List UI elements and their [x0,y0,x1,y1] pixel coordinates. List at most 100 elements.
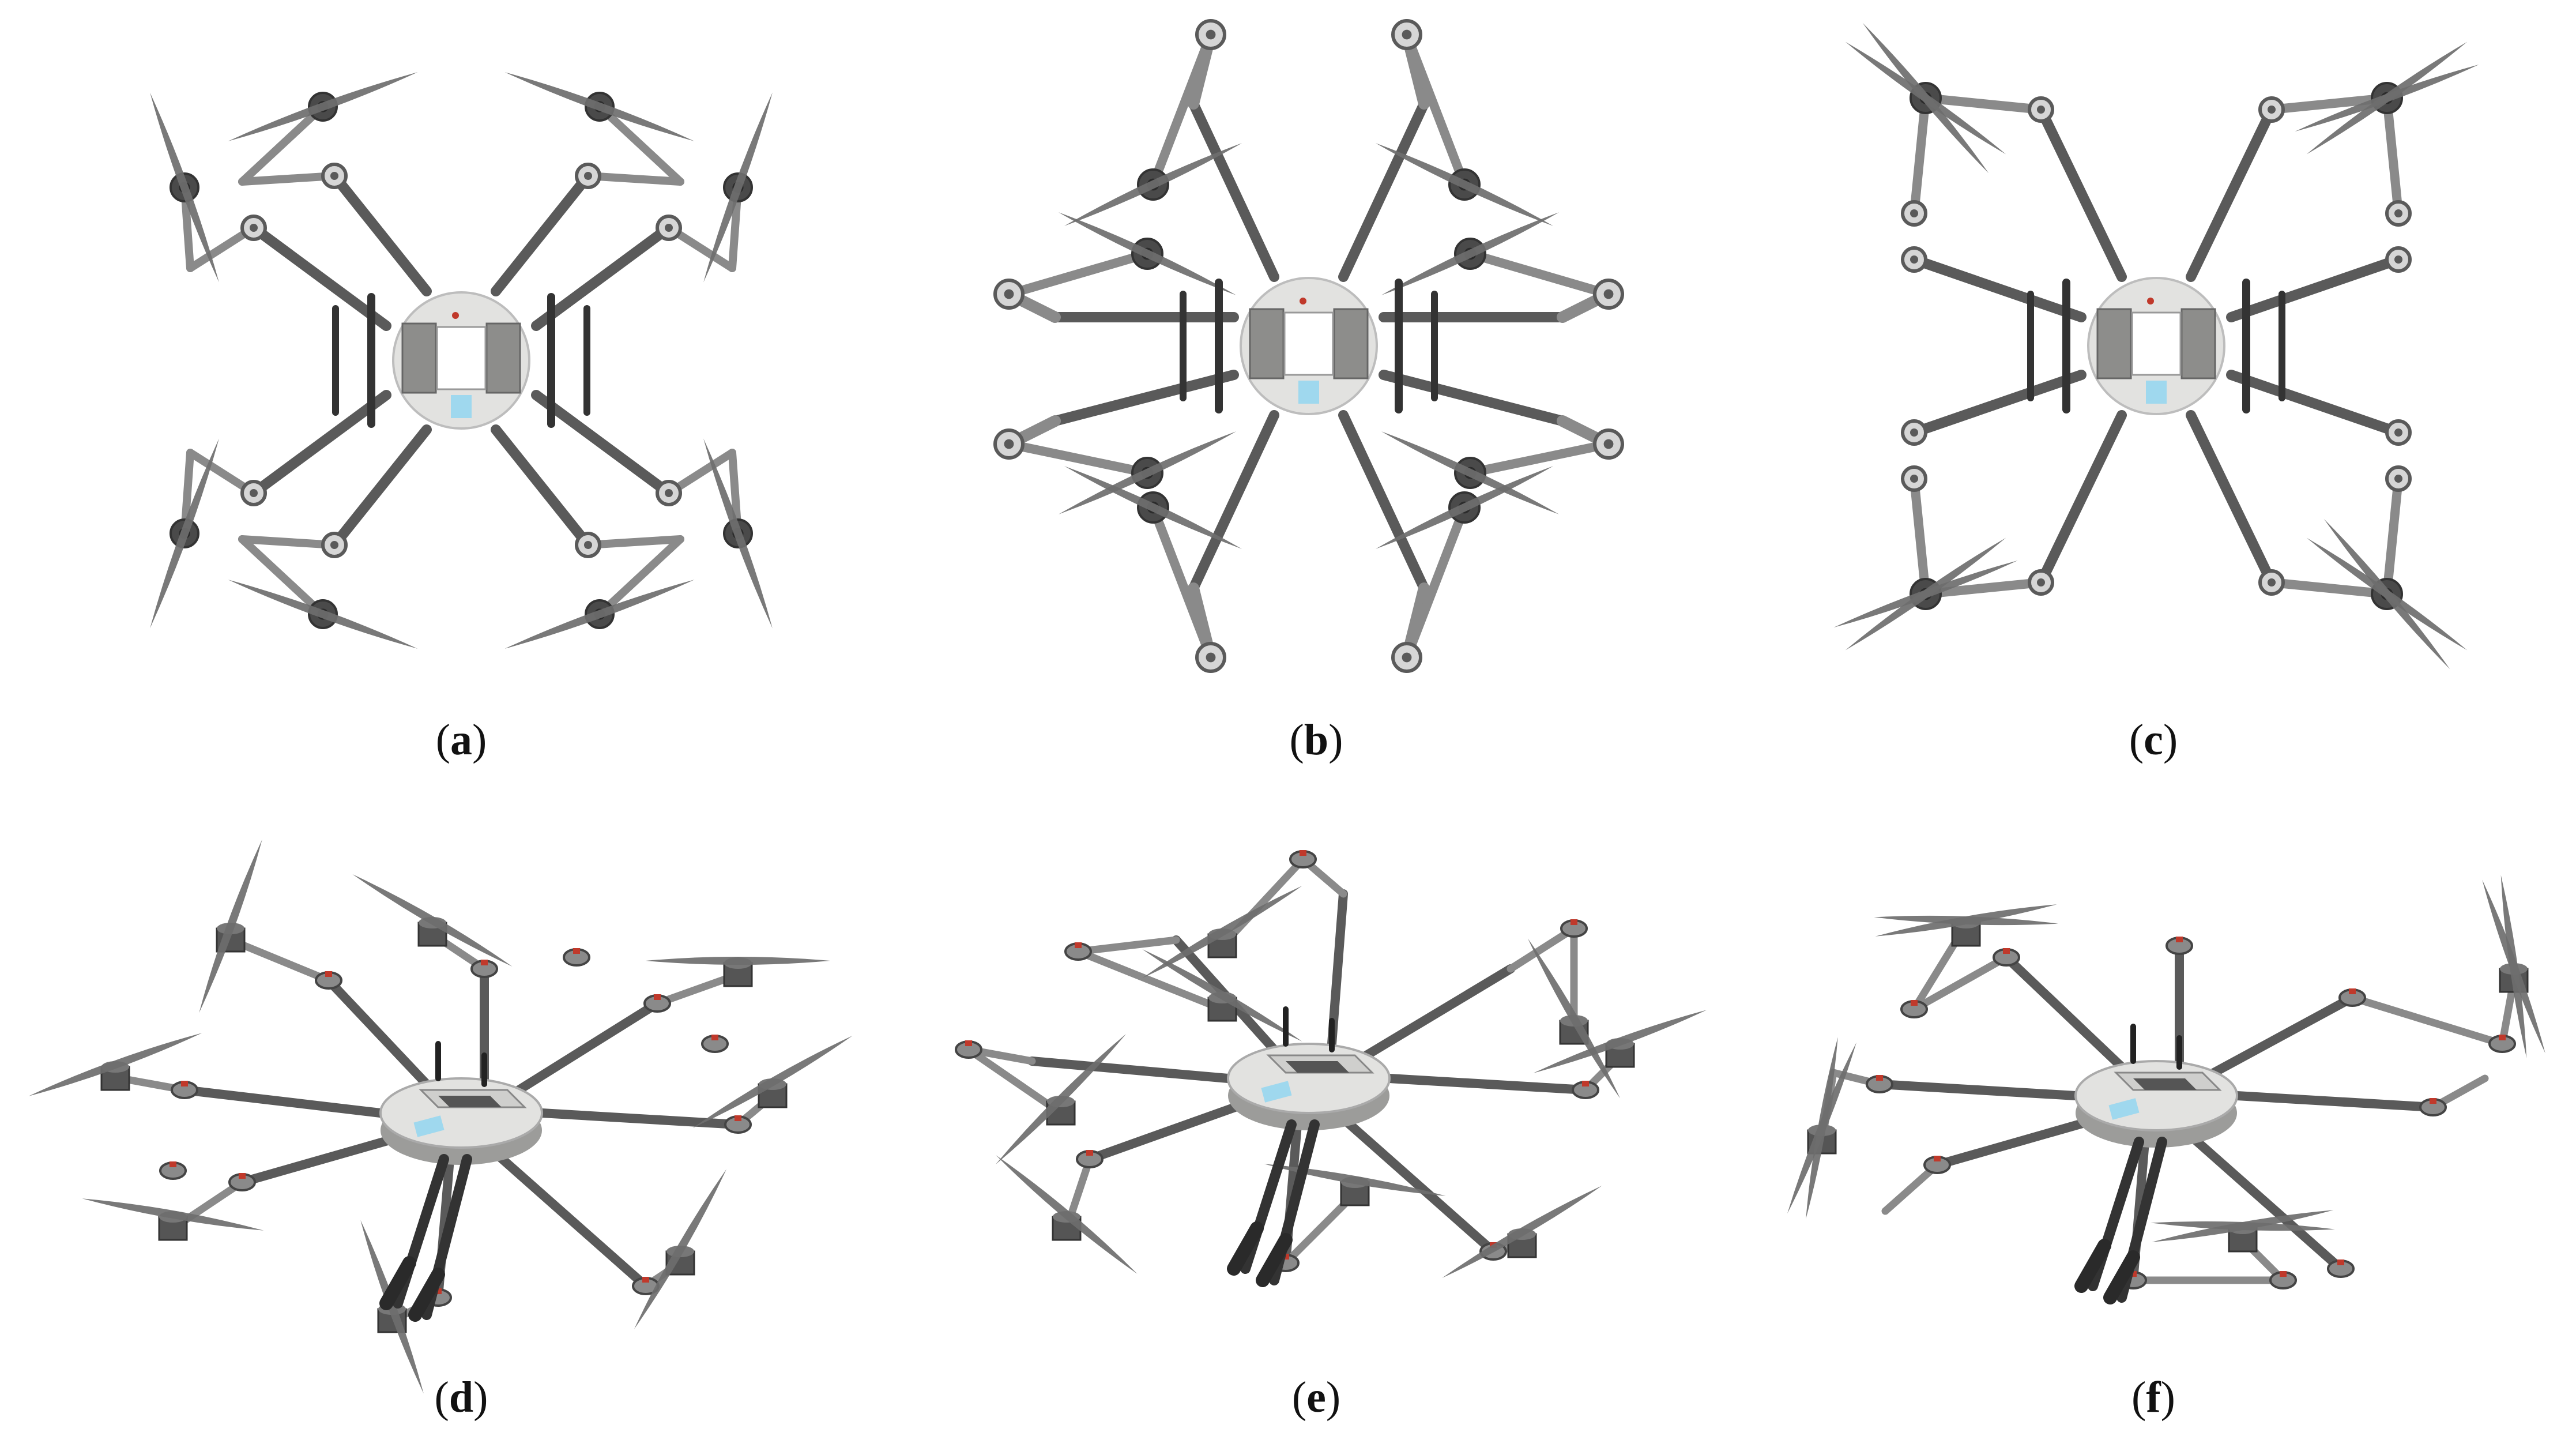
arm-segment [1921,93,2046,114]
propeller-blade [1874,915,2058,926]
hinge-pin [1910,428,1918,437]
hinge-latch [735,1115,741,1121]
hinge-pin [584,172,592,180]
caption-f: (f) [2131,1373,2175,1422]
hinge-latch [711,1035,718,1040]
arm-segment [2036,410,2127,588]
drone-body [2074,1060,2238,1131]
arm-segment [2232,1091,2438,1112]
arm-segment [514,999,662,1095]
battery-pack-right [2180,308,2216,379]
status-led [452,312,459,319]
caption-c-label: c [2144,716,2163,764]
propeller-blade [2323,518,2450,670]
arm-segment [329,171,432,296]
arm-segment [248,390,391,498]
hinge-pin [1910,255,1918,264]
hinge-latch [2176,937,2183,942]
arm-segment [2036,104,2127,282]
panel-f-drone-isometric-view [1787,875,2545,1304]
hinge-latch [1300,850,1306,856]
propeller-blade [1375,143,1554,226]
caption-b-label: b [1304,716,1329,764]
panel-a-drone-top-view [150,72,773,649]
propeller-blade [150,438,219,629]
battery-pack-left [2096,308,2132,379]
arm-segment [1379,370,1568,426]
arm-segment [2186,104,2277,282]
payload-bay [2131,311,2182,376]
hinge-latch [170,1161,176,1167]
propeller-blade [1787,1042,1856,1214]
arm-segment [238,1131,408,1187]
caption-c: (c) [2129,716,2178,764]
arm-segment [1909,370,2087,438]
propeller-blade [996,1155,1138,1274]
hinge-latch [1075,942,1082,948]
arm-segment [1466,249,1613,299]
landing-foot [1227,1221,1264,1276]
propeller-blade [82,1198,264,1231]
arm-segment [537,1108,743,1129]
arm-segment [531,223,674,331]
propeller-blade [703,438,773,629]
caption-e-label: e [1306,1373,1326,1422]
arm-segment [1385,1074,1590,1095]
hinge-pin [250,224,258,232]
hinge-pin [1402,652,1412,663]
arm-segment [2209,993,2357,1077]
arm-segment [596,535,684,618]
propeller-blade [703,92,773,283]
payload-bay [436,326,487,390]
propeller-blade [1264,1164,1446,1196]
arm-segment [1148,503,1215,662]
hinge-pin [665,224,673,232]
propeller-blade [634,1169,726,1329]
propeller-blade [504,72,695,141]
propeller-blade [1533,1010,1707,1073]
arm-segment [2382,93,2403,218]
arm-segment [1050,370,1239,426]
hinge-pin [665,489,673,497]
arm-segment [1218,855,1307,950]
arm-segment [2186,1131,2345,1273]
propeller-blade [228,580,418,649]
panel-b-drone-top-view [993,19,1624,673]
hinge-pin [330,541,338,549]
arm-segment [180,1085,385,1118]
hinge-pin [2394,209,2402,217]
arm-segment [1910,930,1964,1013]
status-led [1300,298,1306,304]
panel-c-drone-top-view [1833,22,2479,670]
arm-segment [584,172,684,186]
hinge-latch [2003,948,2010,954]
propeller-blade [1528,938,1620,1099]
hinge-pin [2268,106,2276,114]
propeller-blade [504,580,695,649]
arm-segment [1909,254,2087,322]
arm-segment [329,424,432,550]
arm-segment [2267,93,2392,114]
hinge-latch [1086,1150,1093,1156]
hinge-pin [1603,439,1614,449]
hinge-pin [330,172,338,180]
arm-segment [1881,1161,1941,1215]
arm-segment [1362,964,1515,1060]
drone-body [1227,1043,1391,1114]
arm-segment [238,103,327,186]
caption-b: (b) [1289,716,1343,764]
hinge-latch [2130,1271,2137,1277]
arm-segment [1402,503,1469,662]
propeller-blade [1862,22,1989,174]
display-screen [1298,381,1319,404]
arm-segment [238,535,327,618]
hinge-pin [2037,106,2045,114]
landing-foot [1256,1233,1293,1287]
arm-segment [248,223,391,331]
panel-e-drone-isometric-view [955,850,1707,1287]
hinge-pin [2394,255,2402,264]
hinge-latch [965,1040,972,1046]
hinge-pin [1910,209,1918,217]
arm-segment [596,103,684,186]
propeller-blade [28,1033,202,1096]
